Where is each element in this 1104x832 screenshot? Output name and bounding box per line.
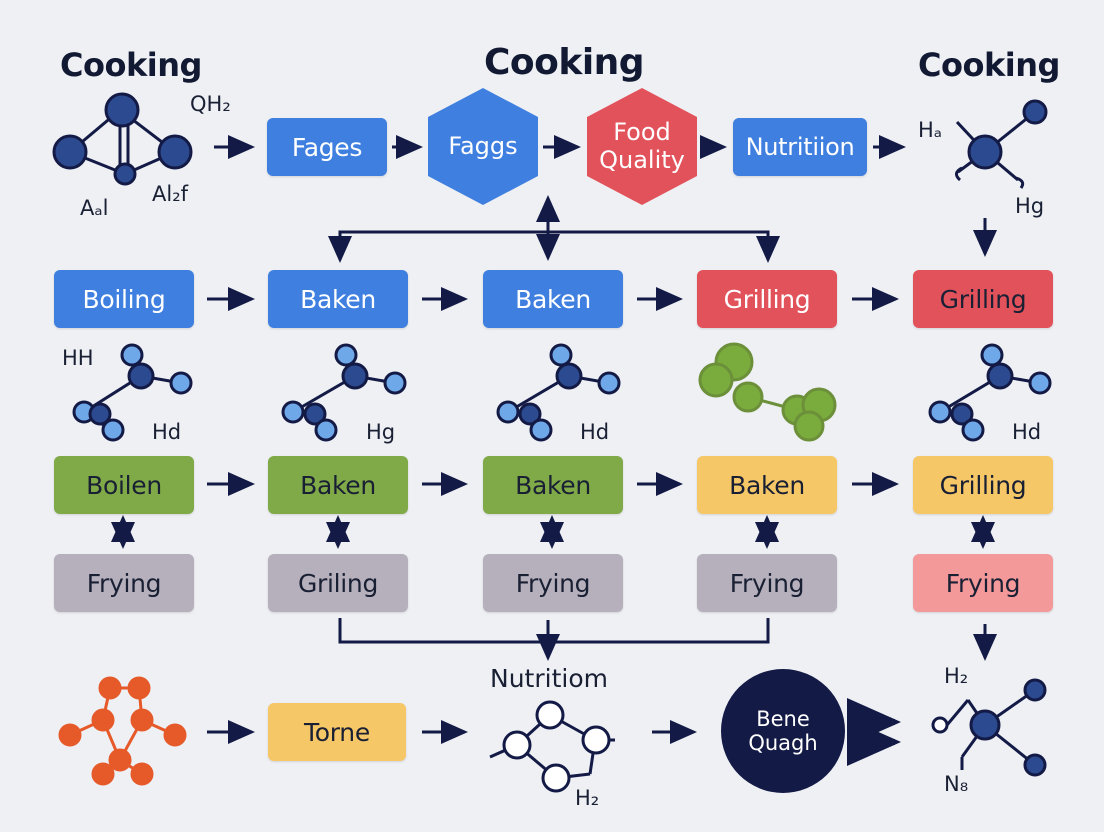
formula-h2-bottom-right: H₂ (944, 664, 969, 688)
connector-bracket-top (338, 195, 770, 261)
formula-qh2: QH₂ (190, 92, 231, 116)
node-grilling-2[interactable]: Grilling (913, 270, 1053, 328)
double-arrow-right (847, 698, 901, 766)
molecule-green (698, 342, 837, 442)
node-frying-2[interactable]: Frying (483, 554, 623, 612)
molecule-orange (58, 676, 187, 786)
node-frying-3[interactable]: Frying (697, 554, 837, 612)
node-baken-4[interactable]: Baken (483, 456, 623, 514)
molecule-3 (496, 343, 621, 442)
molecule-ring (489, 700, 615, 793)
node-boiling[interactable]: Boiling (54, 270, 194, 328)
node-grilling-3[interactable]: Grilling (913, 456, 1053, 514)
label-nutritiom: Nutritiom (490, 664, 608, 693)
node-baken-5[interactable]: Baken (697, 456, 837, 514)
node-frying-1[interactable]: Frying (54, 554, 194, 612)
molecule-label-hd-2: Hd (580, 420, 610, 444)
node-faggs[interactable]: Faggs (448, 132, 518, 161)
molecule-top-right (955, 99, 1048, 189)
node-frying-4[interactable]: Frying (913, 554, 1053, 612)
node-baken-1[interactable]: Baken (268, 270, 408, 328)
label-ring-h2: H₂ (575, 786, 600, 810)
node-food-quality[interactable]: Food Quality (599, 118, 685, 174)
node-bene-quagh[interactable]: Bene Quagh (748, 706, 818, 755)
node-nutrition[interactable]: Nutritiion (733, 118, 867, 176)
node-boilen[interactable]: Boilen (54, 456, 194, 514)
connector-bracket-bottom (338, 618, 770, 644)
formula-al: Aₐl (80, 196, 109, 220)
food-quality-hexagon (587, 88, 697, 205)
node-baken-2[interactable]: Baken (483, 270, 623, 328)
node-fages[interactable]: Fages (267, 118, 387, 176)
node-grilling-1[interactable]: Grilling (697, 270, 837, 328)
formula-n8-bottom-right: N₈ (944, 772, 969, 796)
molecule-top-left (52, 92, 193, 186)
molecule-5 (928, 343, 1052, 442)
node-torne[interactable]: Torne (268, 703, 406, 761)
formula-hg-right: Hg (1015, 194, 1045, 218)
node-griling[interactable]: Griling (268, 554, 408, 612)
double-arrows (111, 515, 995, 549)
heading-right: Cooking (918, 46, 1060, 84)
node-baken-3[interactable]: Baken (268, 456, 408, 514)
heading-left: Cooking (60, 46, 202, 84)
formula-al2f: Al₂f (152, 182, 189, 206)
molecule-label-hd-3: Hd (1012, 420, 1042, 444)
formula-h-right-top: Hₐ (918, 118, 943, 142)
molecule-label-hd-1: Hd (152, 420, 182, 444)
molecule-label-hg: Hg (366, 420, 396, 444)
bene-quagh-circle (721, 669, 845, 793)
molecule-2 (281, 343, 407, 442)
molecule-label-hh: HH (62, 346, 94, 370)
molecule-1 (72, 343, 193, 442)
molecule-bottom-right (931, 678, 1047, 777)
faggs-hexagon (428, 88, 538, 205)
heading-center: Cooking (484, 42, 645, 83)
